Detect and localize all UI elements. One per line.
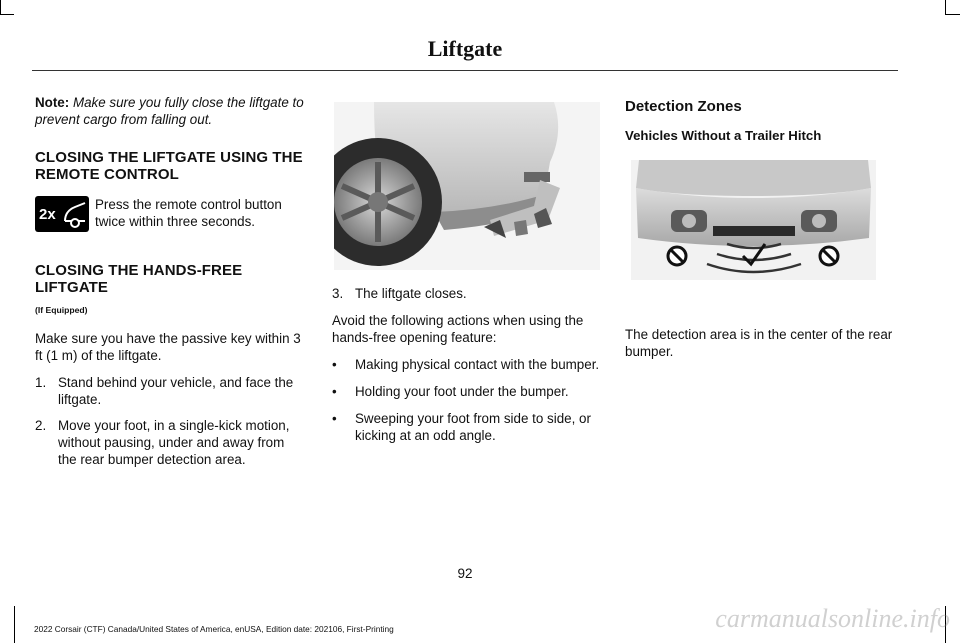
kick-arrow	[484, 180, 560, 238]
header-divider	[32, 70, 898, 71]
remote-instruction-text: Press the remote control button twice wi…	[95, 197, 282, 229]
subheading-no-trailer-hitch: Vehicles Without a Trailer Hitch	[625, 128, 822, 143]
crop-mark	[14, 606, 15, 643]
note-label: Note:	[35, 95, 70, 110]
crop-mark	[945, 14, 960, 15]
left-column: Note: Make sure you fully close the lift…	[35, 94, 305, 468]
bullet-icon: •	[332, 411, 337, 426]
list-item: • Sweeping your foot from side to side, …	[332, 410, 602, 444]
bullet-icon: •	[332, 384, 337, 399]
crop-mark	[0, 14, 14, 15]
middle-column: 3. The liftgate closes. Avoid the follow…	[332, 285, 602, 444]
detection-description-block: The detection area is in the center of t…	[625, 326, 900, 360]
heading-remote-control: CLOSING THE LIFTGATE USING THE REMOTE CO…	[35, 149, 303, 183]
remote-instruction: 2x Press the remote control button twice…	[35, 196, 305, 232]
liftgate-car-icon	[64, 202, 86, 228]
page-number: 92	[457, 566, 473, 581]
detection-zone-illustration	[631, 160, 876, 280]
list-item: • Making physical contact with the bumpe…	[332, 356, 602, 373]
avoid-intro: Avoid the following actions when using t…	[332, 313, 584, 345]
list-item: • Holding your foot under the bumper.	[332, 383, 602, 400]
bullet-text: Making physical contact with the bumper.	[355, 357, 600, 372]
right-column: Detection Zones Vehicles Without a Trail…	[625, 98, 900, 144]
step-text: Stand behind your vehicle, and face the …	[58, 375, 294, 407]
heading-hands-free: CLOSING THE HANDS-FREE LIFTGATE	[35, 262, 243, 296]
no-zone-icon	[666, 245, 688, 267]
list-item: 2. Move your foot, in a single-kick moti…	[35, 417, 305, 468]
hands-free-intro: Make sure you have the passive key withi…	[35, 331, 301, 363]
remote-double-press-icon: 2x	[35, 196, 89, 232]
if-equipped-label: (If Equipped)	[35, 305, 88, 315]
detection-description: The detection area is in the center of t…	[625, 327, 893, 359]
list-item: 1. Stand behind your vehicle, and face t…	[35, 374, 305, 408]
bullet-icon: •	[332, 357, 337, 372]
remote-icon-label: 2x	[39, 205, 56, 223]
watermark: carmanualsonline.info	[715, 604, 950, 633]
step-text: The liftgate closes.	[355, 286, 467, 301]
foot-kick-illustration	[334, 102, 600, 270]
step-text: Move your foot, in a single-kick motion,…	[58, 418, 290, 467]
step-number: 1.	[35, 375, 47, 390]
crop-mark	[0, 0, 1, 14]
note-paragraph: Note: Make sure you fully close the lift…	[35, 94, 305, 128]
crop-mark	[945, 606, 946, 643]
note-text: Make sure you fully close the liftgate t…	[35, 95, 304, 127]
checkmark-icon	[741, 243, 767, 267]
heading-detection-zones: Detection Zones	[625, 98, 742, 115]
page-header-title: Liftgate	[427, 36, 503, 61]
bullet-text: Sweeping your foot from side to side, or…	[355, 411, 591, 443]
crop-mark	[945, 0, 946, 14]
bullet-text: Holding your foot under the bumper.	[355, 384, 569, 399]
step-number: 2.	[35, 418, 47, 433]
step-number: 3.	[332, 286, 344, 301]
no-zone-icon	[818, 245, 840, 267]
edition-footer: 2022 Corsair (CTF) Canada/United States …	[34, 624, 394, 634]
list-item: 3. The liftgate closes.	[332, 285, 602, 302]
